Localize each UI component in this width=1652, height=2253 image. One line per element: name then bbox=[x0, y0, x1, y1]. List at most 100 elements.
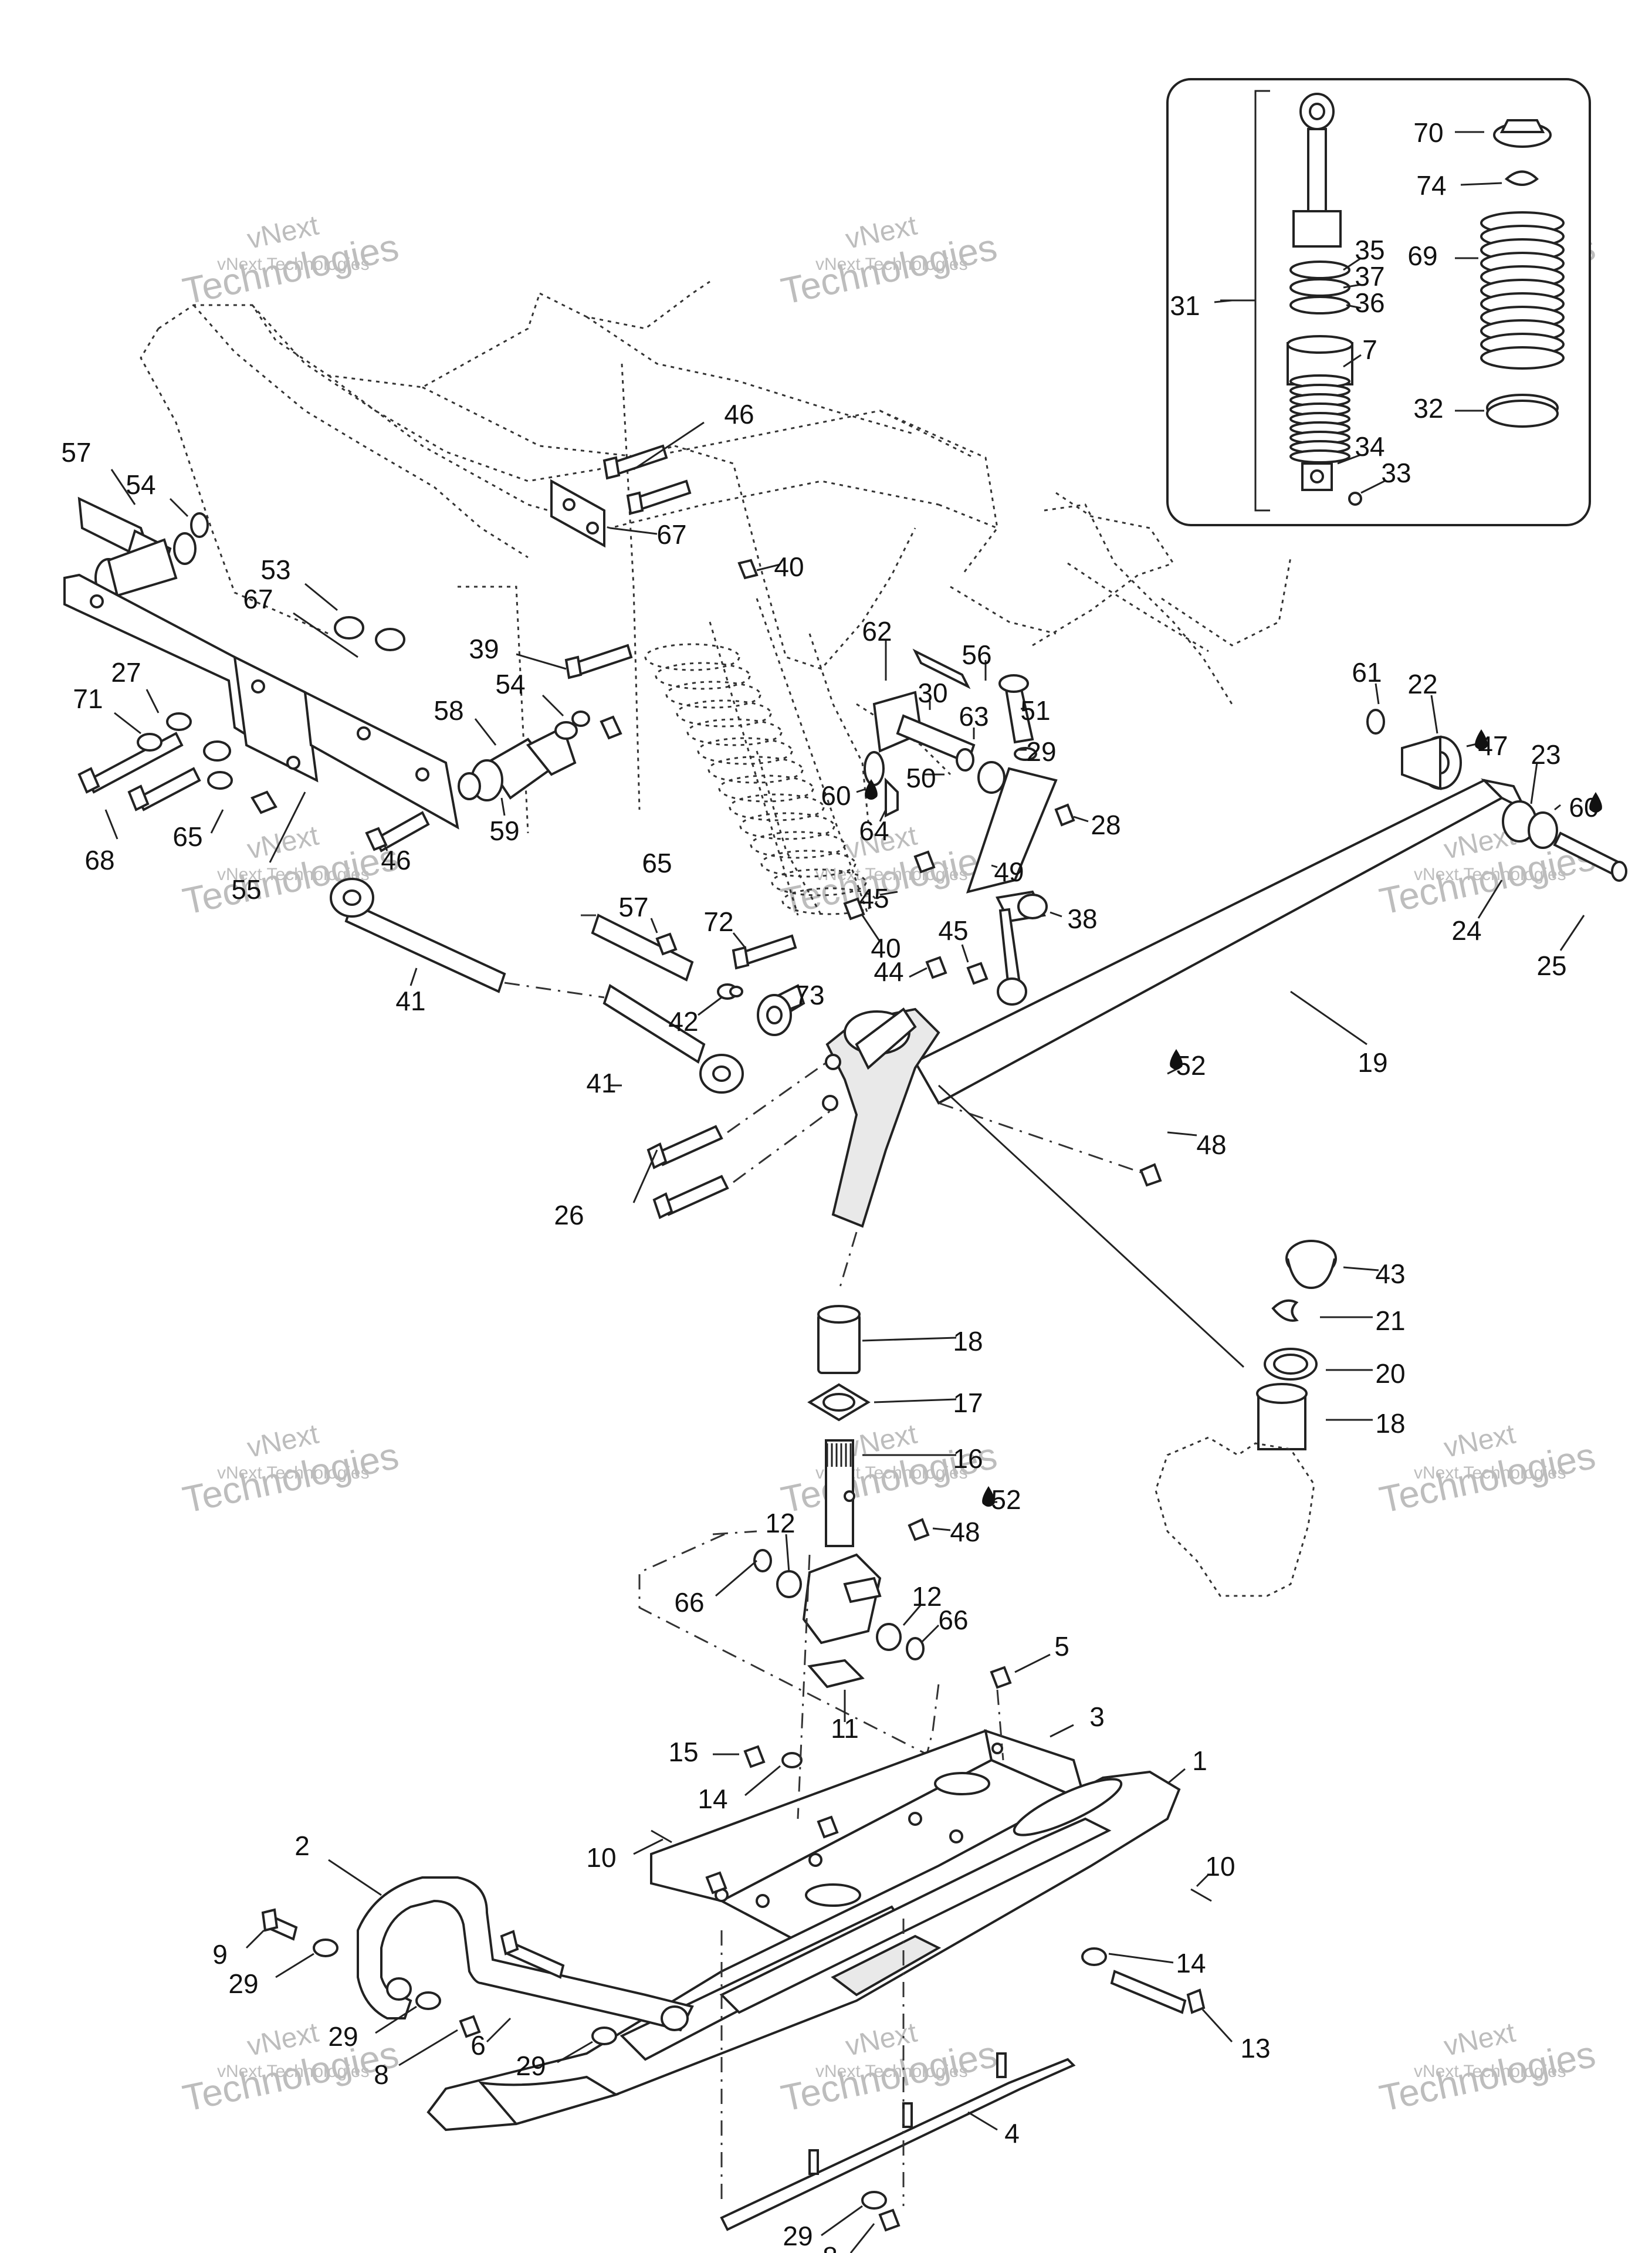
callout: 16 bbox=[862, 1443, 983, 1474]
callout: 40 bbox=[756, 552, 804, 582]
callout-number: 40 bbox=[871, 933, 901, 963]
callout: 24 bbox=[1451, 879, 1503, 946]
callout: 72 bbox=[703, 906, 746, 948]
callout: 2 bbox=[294, 1831, 382, 1896]
svg-text:vNext Technologies: vNext Technologies bbox=[1414, 865, 1566, 884]
callout: 33 bbox=[1360, 458, 1411, 494]
callout-number: 25 bbox=[1536, 950, 1566, 981]
callout-number: 57 bbox=[618, 892, 648, 922]
callout-number: 33 bbox=[1381, 458, 1411, 488]
callout: 15 bbox=[668, 1737, 739, 1767]
callout: 18 bbox=[862, 1326, 983, 1356]
callout-number: 54 bbox=[495, 669, 525, 699]
callout: 63 bbox=[959, 701, 989, 739]
callout: 56 bbox=[962, 640, 992, 681]
shock-absorber-inset bbox=[1166, 78, 1591, 526]
callout-number: 37 bbox=[1355, 261, 1384, 292]
callout: 73 bbox=[788, 980, 825, 1010]
callout: 58 bbox=[434, 695, 497, 746]
callout-number: 74 bbox=[1416, 170, 1446, 201]
callout-number: 35 bbox=[1355, 235, 1384, 265]
callout-number: 11 bbox=[831, 1713, 859, 1744]
callout-number: 48 bbox=[1196, 1129, 1226, 1160]
svg-text:vNext Technologies: vNext Technologies bbox=[815, 255, 968, 274]
callout: 68 bbox=[84, 809, 119, 875]
callout: 17 bbox=[874, 1388, 983, 1418]
callout-number: 8 bbox=[374, 2059, 389, 2090]
callout-number: 67 bbox=[243, 584, 273, 614]
svg-text:vNext Technologies: vNext Technologies bbox=[217, 1463, 370, 1483]
callout-number: 66 bbox=[674, 1587, 704, 1618]
callout: 41 bbox=[586, 1068, 622, 1098]
callout-number: 1 bbox=[1192, 1745, 1207, 1776]
callout-number: 36 bbox=[1355, 287, 1384, 318]
callout-number: 55 bbox=[231, 874, 261, 905]
callout-number: 29 bbox=[783, 2221, 813, 2251]
callout-number: 58 bbox=[434, 695, 463, 726]
callout-number: 14 bbox=[698, 1784, 727, 1814]
callout: 41 bbox=[395, 967, 426, 1016]
callout-number: 5 bbox=[1054, 1631, 1069, 1662]
left-suspension bbox=[63, 444, 989, 1094]
callout-number: 14 bbox=[1176, 1948, 1206, 1978]
callout-number: 28 bbox=[1091, 810, 1120, 840]
callout: 28 bbox=[1073, 810, 1121, 840]
callout: 29 bbox=[516, 2041, 593, 2081]
svg-text:vNext Technologies: vNext Technologies bbox=[815, 2062, 968, 2081]
callout: 45 bbox=[859, 883, 898, 914]
callout-number: 30 bbox=[918, 678, 947, 708]
callout-number: 12 bbox=[765, 1508, 795, 1538]
callout: 29 bbox=[1018, 736, 1057, 767]
callout-number: 46 bbox=[381, 845, 411, 875]
callout-number: 66 bbox=[938, 1605, 968, 1635]
callout: 39 bbox=[469, 634, 567, 670]
callout: 54 bbox=[126, 469, 189, 517]
callout: 46 bbox=[633, 399, 754, 471]
callout-number: 10 bbox=[1205, 1851, 1235, 1882]
callout: 59 bbox=[489, 797, 520, 846]
callout-number: 41 bbox=[586, 1068, 616, 1098]
callout: 6 bbox=[470, 2017, 512, 2061]
callout: 31 bbox=[1170, 290, 1233, 321]
callout: 32 bbox=[1413, 393, 1484, 424]
callout: 48 bbox=[932, 1517, 980, 1547]
callout-number: 65 bbox=[642, 848, 672, 878]
callout: 29 bbox=[228, 1953, 314, 1999]
callout-number: 21 bbox=[1375, 1305, 1405, 1336]
callout: 65 bbox=[642, 848, 672, 878]
lubricant-drop-icon bbox=[1475, 729, 1488, 750]
callout: 71 bbox=[73, 684, 141, 735]
ski-assembly bbox=[261, 1554, 1212, 2232]
callout-number: 68 bbox=[84, 845, 114, 875]
callout-number: 15 bbox=[668, 1737, 698, 1767]
callout-number: 4 bbox=[1004, 2118, 1020, 2149]
callout-number: 29 bbox=[328, 2021, 358, 2052]
callout: 25 bbox=[1536, 915, 1585, 981]
callout: 23 bbox=[1530, 739, 1561, 804]
callout-number: 13 bbox=[1240, 2033, 1270, 2063]
callout: 34 bbox=[1337, 431, 1385, 465]
callout-number: 32 bbox=[1413, 393, 1443, 424]
callout: 12 bbox=[765, 1508, 795, 1573]
callout-number: 12 bbox=[912, 1581, 942, 1612]
callout-number: 34 bbox=[1355, 431, 1384, 462]
callout-number: 49 bbox=[994, 857, 1024, 887]
svg-text:vNext Technologies: vNext Technologies bbox=[217, 255, 370, 274]
callout: 70 bbox=[1413, 117, 1484, 148]
callout-number: 42 bbox=[668, 1006, 698, 1037]
trailing-arm bbox=[646, 709, 1627, 1368]
callout-number: 38 bbox=[1067, 904, 1097, 934]
callout-number: 29 bbox=[228, 1968, 258, 1999]
callout: 37 bbox=[1343, 261, 1385, 292]
callout: 21 bbox=[1320, 1305, 1406, 1336]
callout-number: 65 bbox=[172, 821, 202, 852]
callout: 26 bbox=[554, 1149, 658, 1230]
svg-text:vNext Technologies: vNext Technologies bbox=[1414, 2062, 1566, 2081]
callout: 55 bbox=[231, 791, 306, 905]
callout: 14 bbox=[698, 1765, 781, 1814]
callout: 9 bbox=[212, 1929, 265, 1970]
